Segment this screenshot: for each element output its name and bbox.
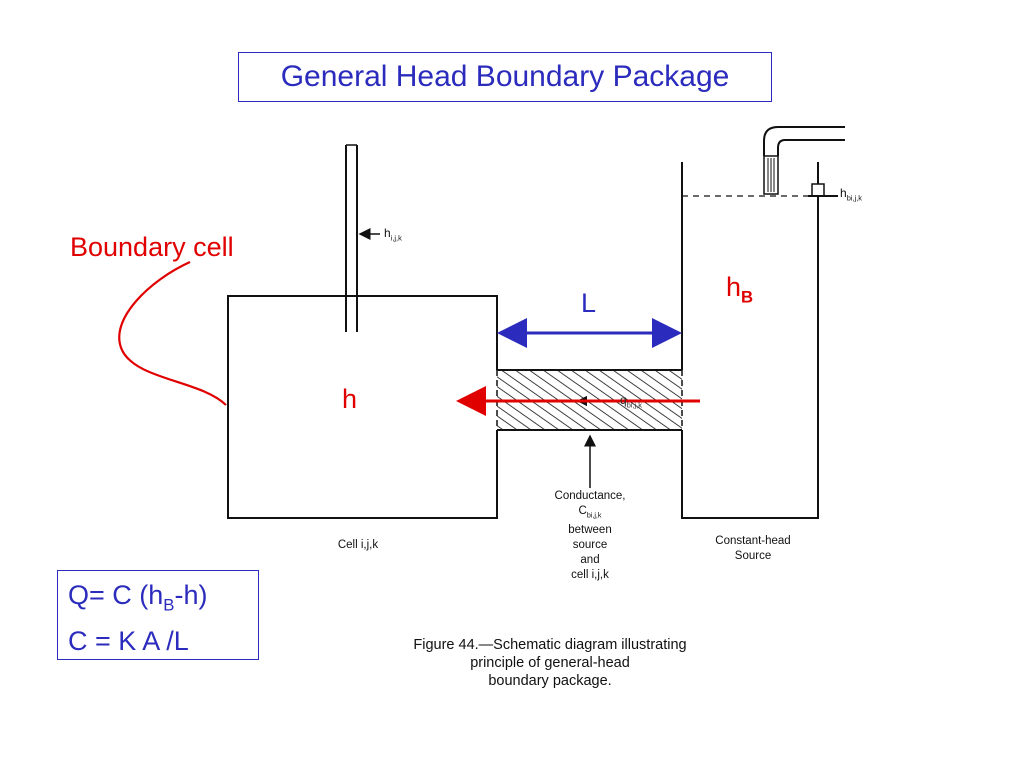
L-label: L (581, 288, 597, 318)
boundary-cell-label: Boundary cell (70, 232, 234, 262)
cell-label: Cell i,j,k (337, 539, 379, 551)
formula-line-1: Q= C (hB-h) (68, 580, 208, 615)
source-tank-outline (681, 162, 819, 519)
h-label: h (342, 384, 358, 414)
boundary-cell-callout (118, 260, 227, 406)
page-title: General Head Boundary Package (280, 60, 730, 93)
inflow-pipe (763, 126, 845, 195)
hb-marker (808, 183, 838, 197)
title-box: General Head Boundary Package (238, 52, 772, 102)
formula-line-2: C = K A /L (68, 626, 189, 657)
h-ijk-label: hi,j,k (384, 226, 402, 243)
cell-outline (227, 295, 498, 519)
conductance-label: Conductance, Cbi,j,k between source and … (554, 490, 626, 582)
piezometer-tube (345, 144, 358, 332)
formula-box: Q= C (hB-h) C = K A /L (57, 570, 259, 660)
hB-label: hB (726, 272, 754, 307)
source-label: Constant-head Source (715, 535, 791, 562)
hb-ijk-label: hbi,j,k (840, 186, 862, 203)
figure-caption: Figure 44.—Schematic diagram illustratin… (413, 637, 687, 689)
q-label: qbi,j,k (620, 393, 642, 410)
